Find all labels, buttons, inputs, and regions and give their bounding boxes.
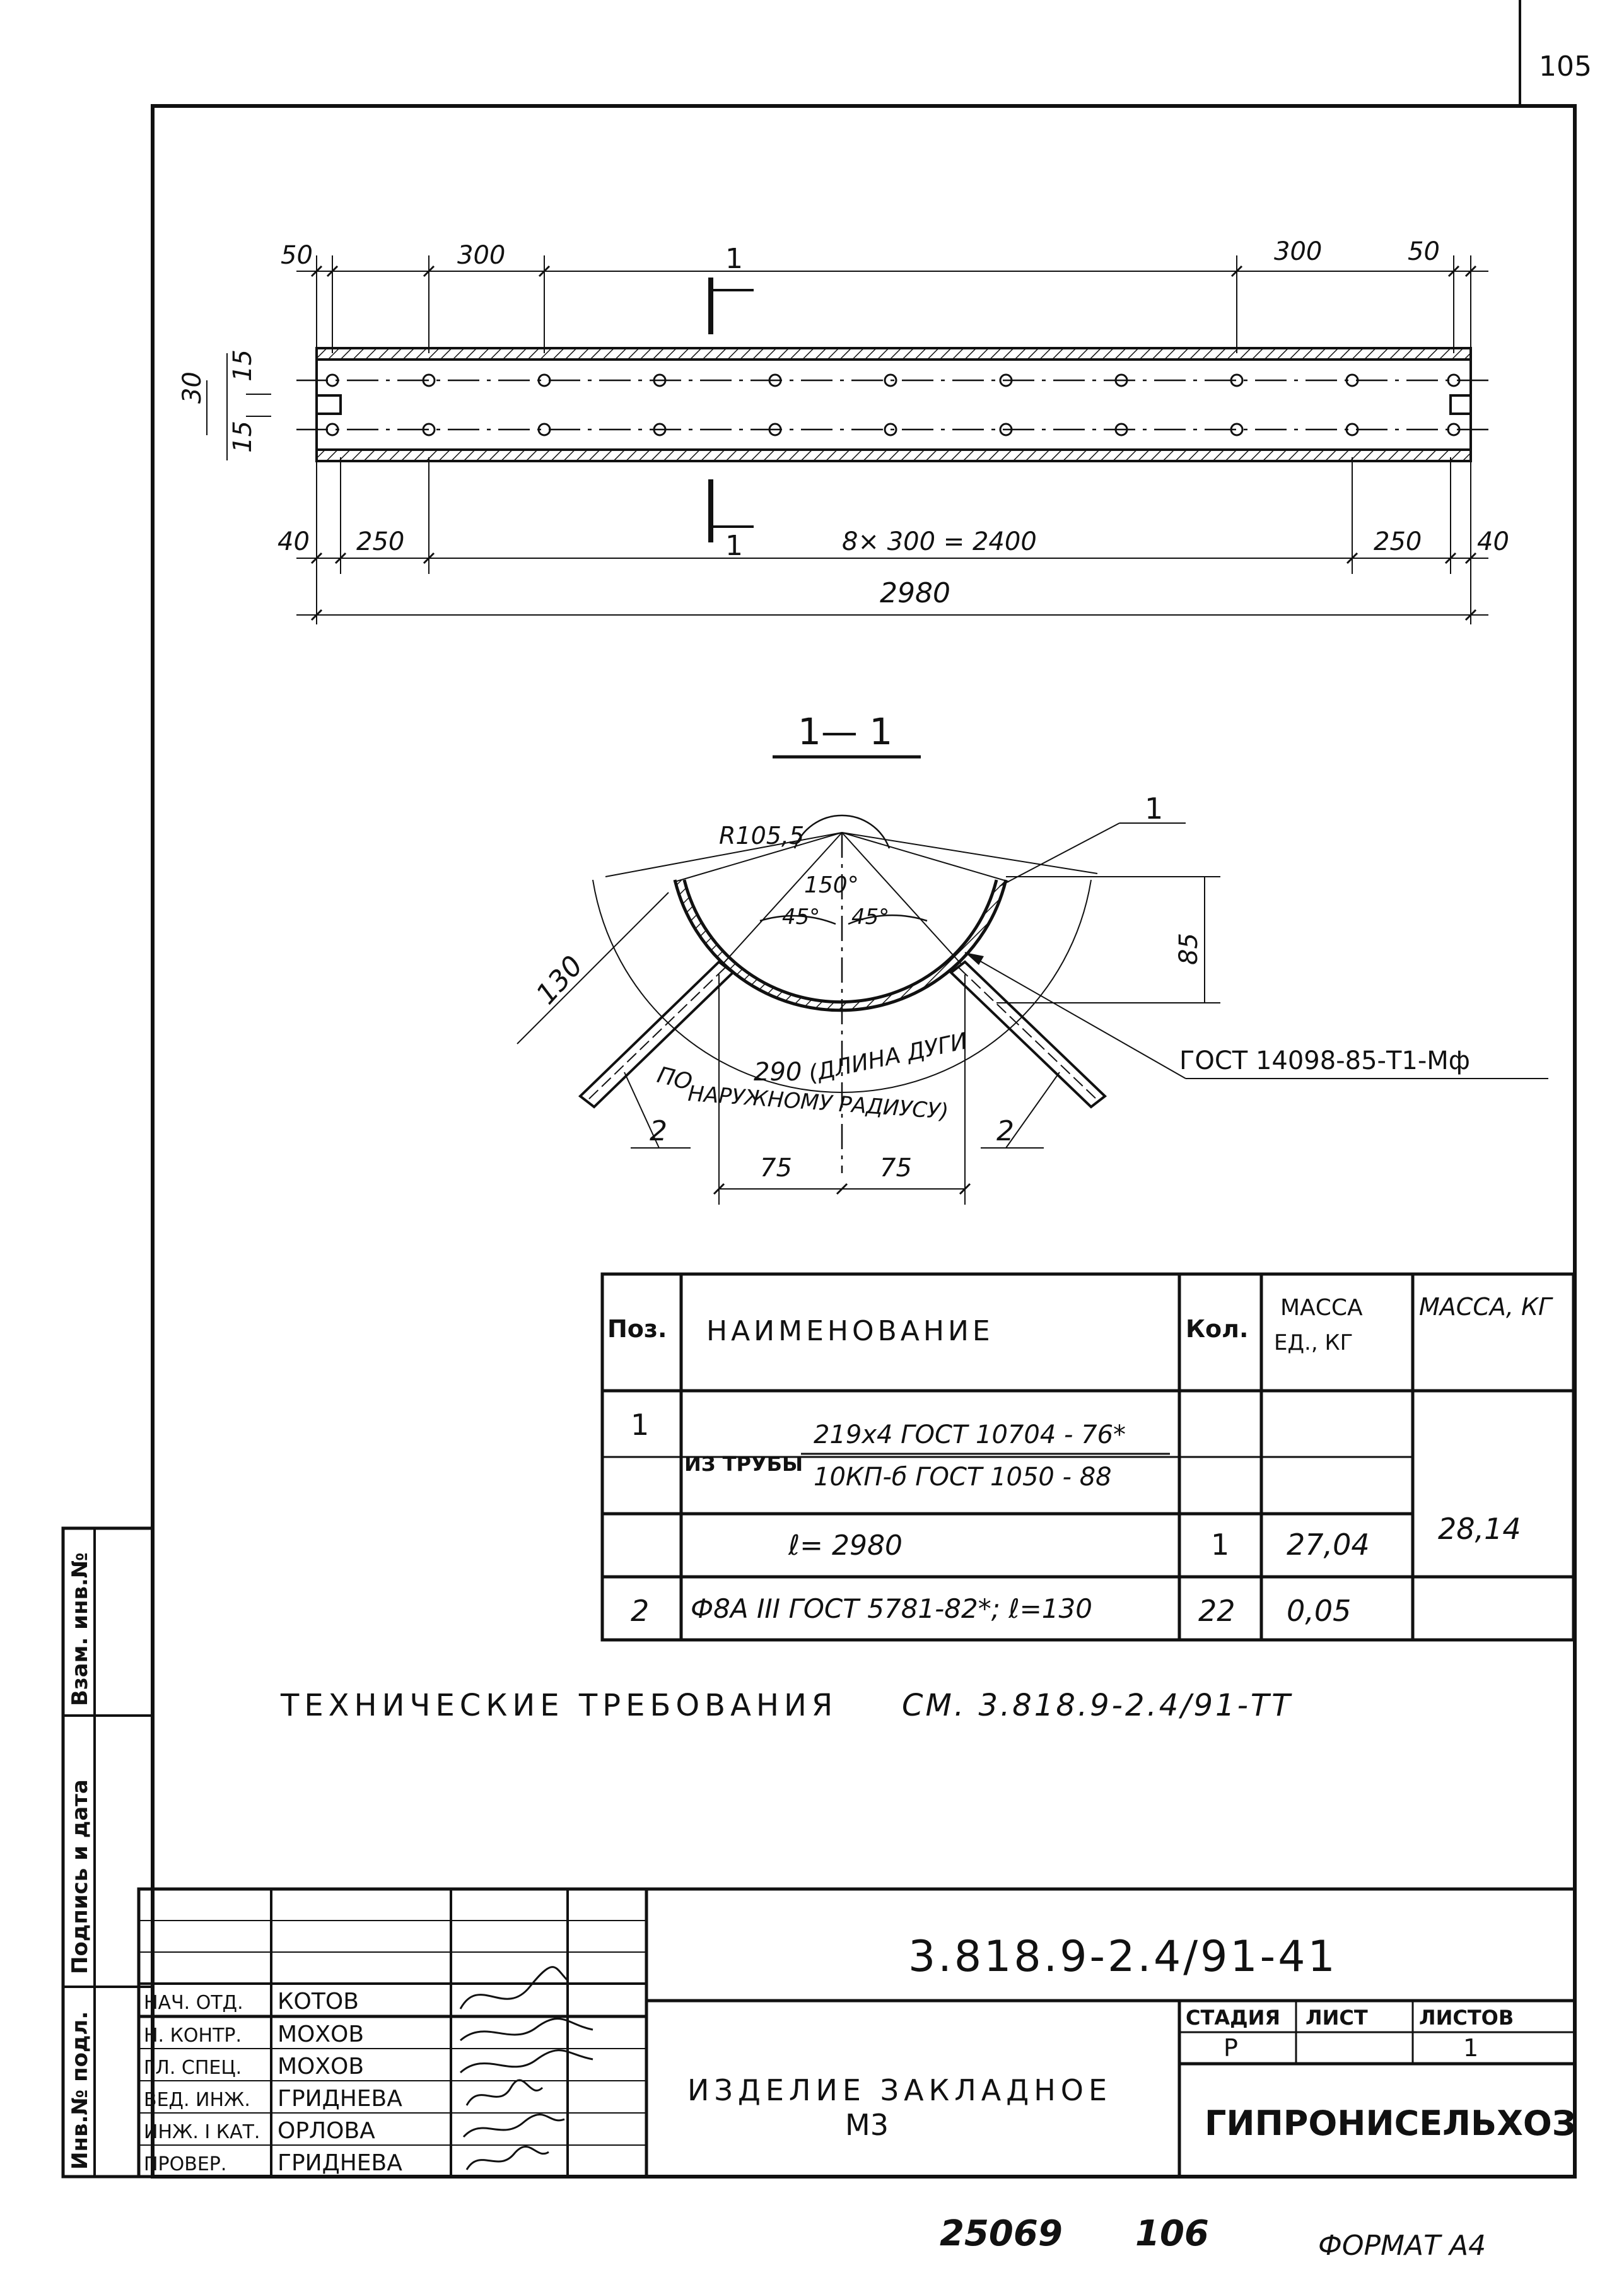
row2-name: Ф8А ІІІ ГОСТ 5781-82*; ℓ=130	[691, 1593, 1092, 1624]
role-label: НАЧ. ОТД.	[144, 1992, 243, 2014]
role-label: ИНЖ. І КАТ.	[144, 2121, 260, 2143]
table-header-qty: Кол.	[1186, 1315, 1248, 1343]
section-dim-85: 85	[1174, 933, 1203, 965]
section-angle-top: 150°	[804, 872, 859, 898]
row1-mass-total: 28,14	[1438, 1512, 1521, 1546]
dim-bottom-40-left: 40	[277, 527, 310, 556]
item-name-line1: ИЗДЕЛИЕ ЗАКЛАДНОЕ	[687, 2073, 1112, 2107]
role-name: МОХОВ	[277, 2054, 364, 2079]
row1-mass-unit: 27,04	[1287, 1528, 1370, 1562]
role-label: ПРОВЕР.	[144, 2153, 226, 2175]
section-leader-2-left: 2	[650, 1115, 667, 1147]
section-arc-note-length: (ДЛИНА ДУГИ	[806, 1028, 969, 1087]
dim-top-50-right: 50	[1408, 237, 1440, 266]
side-stamp-inv-original: Инв.№ подл.	[67, 2011, 93, 2170]
section-title: 1— 1	[798, 710, 892, 753]
dim-bottom-250-right: 250	[1374, 527, 1422, 556]
footer-format: ФОРМАТ А4	[1318, 2230, 1486, 2262]
tech-req-label: ТЕХНИЧЕСКИЕ ТРЕБОВАНИЯ	[280, 1688, 838, 1723]
section-leader-2-right: 2	[996, 1115, 1014, 1147]
signature	[460, 2018, 593, 2042]
sheets-label: ЛИСТОВ	[1419, 2006, 1514, 2030]
role-name: ОРЛОВА	[277, 2118, 375, 2144]
role-row: ВЕД. ИНЖ. ГРИДНЕВА	[144, 2079, 544, 2112]
sheets-value: 1	[1463, 2034, 1478, 2062]
section-leader-1: 1	[1145, 792, 1163, 826]
section-radius: R105,5	[719, 822, 804, 850]
tech-req-ref: СМ. 3.818.9-2.4/91-ТТ	[902, 1688, 1293, 1723]
section-arc-note-radius: НАРУЖНОМУ РАДИУСУ)	[687, 1081, 949, 1125]
signature	[459, 2049, 593, 2074]
section-view: 1— 1 R105,5 150° 45° 45° 85	[517, 710, 1548, 1205]
row1-length: ℓ= 2980	[788, 1530, 903, 1562]
section-dim-130: 130	[530, 950, 589, 1011]
row1-line2: 10КП-б ГОСТ 1050 - 88	[814, 1463, 1112, 1492]
plan-view: 50 300 300 50 30 15 15 40 250 8× 300 = 2…	[178, 237, 1509, 624]
side-stamp-signature-date: Подпись и дата	[67, 1779, 93, 1974]
sheet-label: ЛИСТ	[1306, 2006, 1368, 2030]
page-number: 105	[1539, 50, 1592, 83]
role-label: Н. КОНТР.	[144, 2025, 242, 2047]
row1-pos: 1	[631, 1408, 649, 1442]
role-row: ПРОВЕР. ГРИДНЕВА	[144, 2146, 549, 2176]
svg-text:МАССА: МАССА	[1280, 1295, 1363, 1321]
role-label: ВЕД. ИНЖ.	[144, 2089, 250, 2111]
dim-left-30: 30	[178, 371, 207, 404]
role-label: ГЛ. СПЕЦ.	[144, 2057, 242, 2079]
side-stamp-replacement-inv: Взам. инв.№	[67, 1552, 93, 1706]
row2-mass-unit: 0,05	[1287, 1594, 1351, 1628]
row1-qty: 1	[1211, 1528, 1229, 1562]
section-mark-bottom: 1	[725, 530, 743, 562]
signature	[462, 2114, 565, 2138]
role-name: МОХОВ	[277, 2021, 364, 2047]
dim-top-50-left: 50	[281, 241, 313, 270]
row2-qty: 22	[1198, 1594, 1236, 1628]
row1-line1: 219х4 ГОСТ 10704 - 76*	[814, 1420, 1126, 1449]
org-name: ГИПРОНИСЕЛЬХОЗ	[1205, 2103, 1576, 2143]
stage-value: Р	[1224, 2034, 1238, 2062]
footer-archive-number: 25069	[940, 2213, 1063, 2254]
section-angle-left: 45°	[782, 904, 820, 930]
spec-table: Поз. НАИМЕНОВАНИЕ Кол. МАССА ЕД., КГ МАС…	[600, 1272, 1575, 1642]
signature	[465, 2079, 544, 2106]
dim-bottom-8x300: 8× 300 = 2400	[842, 527, 1037, 556]
table-header-mass-total: МАССА, КГ	[1419, 1293, 1553, 1321]
dim-top-300-left: 300	[457, 241, 505, 270]
table-header-pos: Поз.	[607, 1315, 667, 1343]
section-angle-right: 45°	[851, 904, 889, 930]
table-header-name: НАИМЕНОВАНИЕ	[706, 1315, 994, 1347]
item-name-line2: М3	[845, 2108, 889, 2142]
svg-text:ЕД., КГ: ЕД., КГ	[1274, 1330, 1353, 1355]
section-mark-top: 1	[725, 243, 743, 275]
table-header-mass-unit: МАССА ЕД., КГ	[1274, 1295, 1363, 1355]
role-name: ГРИДНЕВА	[277, 2150, 402, 2176]
dim-left-15-bottom: 15	[228, 421, 257, 453]
role-row: НАЧ. ОТД. КОТОВ	[144, 1966, 569, 2015]
dim-bottom-250-left: 250	[356, 527, 404, 556]
title-block: НАЧ. ОТД. КОТОВ Н. КОНТР. МОХОВ ГЛ. СПЕЦ…	[137, 1887, 1577, 2179]
role-row: ГЛ. СПЕЦ. МОХОВ	[144, 2049, 593, 2079]
drawing-frame	[151, 104, 1577, 2179]
stage-label: СТАДИЯ	[1186, 2006, 1280, 2030]
dim-overall: 2980	[880, 577, 950, 609]
dim-top-300-right: 300	[1274, 237, 1322, 266]
signature	[465, 2146, 549, 2170]
dim-left-15-top: 15	[228, 349, 257, 382]
dim-bottom-40-right: 40	[1477, 527, 1509, 556]
section-weld-note: ГОСТ 14098-85-Т1-Мф	[1179, 1046, 1470, 1075]
row2-pos: 2	[631, 1594, 649, 1628]
footer-sheet-number: 106	[1135, 2213, 1209, 2254]
role-row: Н. КОНТР. МОХОВ	[144, 2018, 593, 2047]
role-name: ГРИДНЕВА	[277, 2086, 402, 2112]
section-arc-value: 290	[754, 1058, 802, 1087]
row1-prefix: ИЗ ТРУБЫ	[684, 1452, 803, 1476]
role-name: КОТОВ	[277, 1989, 359, 2015]
section-dim-75-left: 75	[760, 1154, 792, 1183]
section-dim-75-right: 75	[880, 1154, 912, 1183]
signature	[459, 1966, 569, 2009]
role-row: ИНЖ. І КАТ. ОРЛОВА	[144, 2114, 565, 2144]
doc-number: 3.818.9-2.4/91-41	[908, 1932, 1338, 1982]
